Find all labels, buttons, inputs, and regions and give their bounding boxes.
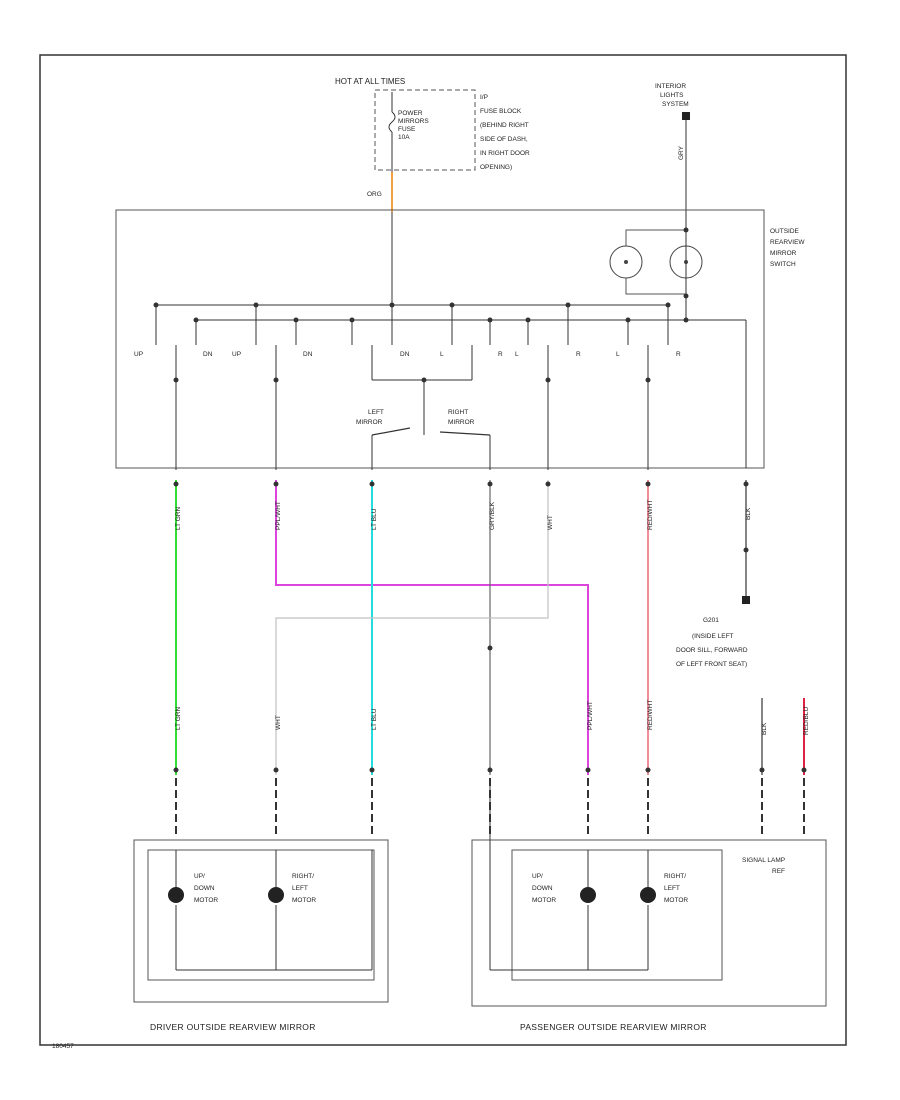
svg-text:OUTSIDE: OUTSIDE [770, 228, 800, 235]
contact-label: UP [232, 351, 241, 358]
svg-text:BLK: BLK [761, 722, 768, 735]
hot-label: HOT AT ALL TIMES [335, 77, 405, 86]
svg-text:PPL/WHT: PPL/WHT [275, 501, 282, 530]
svg-text:LT BLU: LT BLU [371, 708, 378, 730]
contact-label: DN [400, 351, 410, 358]
contact-label: DN [303, 351, 313, 358]
svg-text:MOTOR: MOTOR [292, 897, 316, 904]
svg-text:DOWN: DOWN [194, 885, 215, 892]
ground-g201: G201 (INSIDE LEFT DOOR SILL, FORWARD OF … [676, 596, 750, 668]
passenger-mirror-title: PASSENGER OUTSIDE REARVIEW MIRROR [520, 1022, 707, 1032]
svg-text:SYSTEM: SYSTEM [662, 101, 689, 108]
contact-label: DN [203, 351, 213, 358]
wire-ppl-wht [275, 480, 589, 775]
svg-text:UP/: UP/ [532, 873, 543, 880]
driver-mirror-title: DRIVER OUTSIDE REARVIEW MIRROR [150, 1022, 316, 1032]
svg-text:LIGHTS: LIGHTS [660, 92, 684, 99]
svg-text:MOTOR: MOTOR [664, 897, 688, 904]
svg-text:SWITCH: SWITCH [770, 261, 796, 268]
svg-text:REARVIEW: REARVIEW [770, 239, 805, 246]
fuse-line-1: POWER [398, 110, 423, 117]
contact-label: R [676, 351, 681, 358]
contact-label: L [440, 351, 444, 358]
contact-label: L [616, 351, 620, 358]
svg-text:MOTOR: MOTOR [194, 897, 218, 904]
mirror-switch: OUTSIDE REARVIEW MIRROR SWITCH [115, 209, 805, 470]
connector-dots [173, 481, 807, 773]
svg-text:BLK: BLK [745, 507, 752, 520]
wire-labels: LT GRN PPL/WHT LT BLU GRY/BLK WHT RED/WH… [175, 500, 810, 735]
fuse-loc-2: FUSE BLOCK [480, 108, 522, 115]
svg-text:(INSIDE LEFT: (INSIDE LEFT [692, 633, 734, 640]
fuse-loc-3: (BEHIND RIGHT [480, 122, 529, 129]
fuse-line-4: 10A [398, 134, 410, 141]
fuse-line-3: FUSE [398, 126, 416, 133]
svg-text:RIGHT: RIGHT [448, 409, 468, 416]
svg-text:WHT: WHT [547, 515, 554, 530]
fuse-block: HOT AT ALL TIMES POWER MIRRORS FUSE 10A … [335, 77, 530, 172]
svg-text:REF: REF [772, 868, 785, 875]
interior-lights: INTERIOR LIGHTS SYSTEM GRY [655, 83, 690, 212]
svg-text:SIGNAL LAMP: SIGNAL LAMP [742, 857, 785, 864]
fuse-loc-6: OPENING) [480, 164, 512, 171]
svg-text:PPL/WHT: PPL/WHT [587, 701, 594, 730]
svg-text:OF LEFT FRONT SEAT): OF LEFT FRONT SEAT) [676, 661, 747, 668]
fuse-loc-4: SIDE OF DASH, [480, 136, 528, 143]
svg-text:WHT: WHT [275, 715, 282, 730]
svg-text:GRY/BLK: GRY/BLK [489, 501, 496, 530]
wire-runs [175, 480, 805, 775]
svg-text:RIGHT/: RIGHT/ [292, 873, 314, 880]
fuse-loc-1: I/P [480, 94, 488, 101]
svg-text:RED/BLU: RED/BLU [803, 707, 810, 735]
svg-text:MIRROR: MIRROR [448, 419, 475, 426]
svg-text:LEFT: LEFT [664, 885, 680, 892]
corner-code: 180457 [52, 1043, 74, 1050]
svg-text:RED/WHT: RED/WHT [647, 500, 654, 530]
svg-text:INTERIOR: INTERIOR [655, 83, 686, 90]
contact-label: R [498, 351, 503, 358]
driver-mirror: UP/ DOWN MOTOR RIGHT/ LEFT MOTOR DRIVER … [133, 839, 389, 1032]
svg-text:UP/: UP/ [194, 873, 205, 880]
svg-text:MIRROR: MIRROR [770, 250, 797, 257]
contact-label: L [515, 351, 519, 358]
svg-text:LEFT: LEFT [292, 885, 308, 892]
wire-wht [275, 480, 549, 775]
passenger-mirror: UP/ DOWN MOTOR RIGHT/ LEFT MOTOR SIGNAL … [471, 778, 827, 1032]
svg-text:LT GRN: LT GRN [175, 506, 182, 530]
diagram-frame [39, 54, 847, 1046]
svg-text:G201: G201 [703, 617, 719, 624]
feed-wire-label: ORG [367, 191, 382, 198]
contact-label: R [576, 351, 581, 358]
svg-text:RED/WHT: RED/WHT [647, 700, 654, 730]
svg-text:MIRROR: MIRROR [356, 419, 383, 426]
svg-text:MOTOR: MOTOR [532, 897, 556, 904]
contact-label: UP [134, 351, 143, 358]
svg-text:GRY: GRY [678, 145, 685, 160]
svg-text:RIGHT/: RIGHT/ [664, 873, 686, 880]
svg-text:LT BLU: LT BLU [371, 508, 378, 530]
svg-text:LEFT: LEFT [368, 409, 384, 416]
fuse-line-2: MIRRORS [398, 118, 429, 125]
svg-text:DOWN: DOWN [532, 885, 553, 892]
svg-text:LT GRN: LT GRN [175, 706, 182, 730]
fuse-loc-5: IN RIGHT DOOR [480, 150, 530, 157]
svg-text:DOOR SILL, FORWARD: DOOR SILL, FORWARD [676, 647, 748, 654]
